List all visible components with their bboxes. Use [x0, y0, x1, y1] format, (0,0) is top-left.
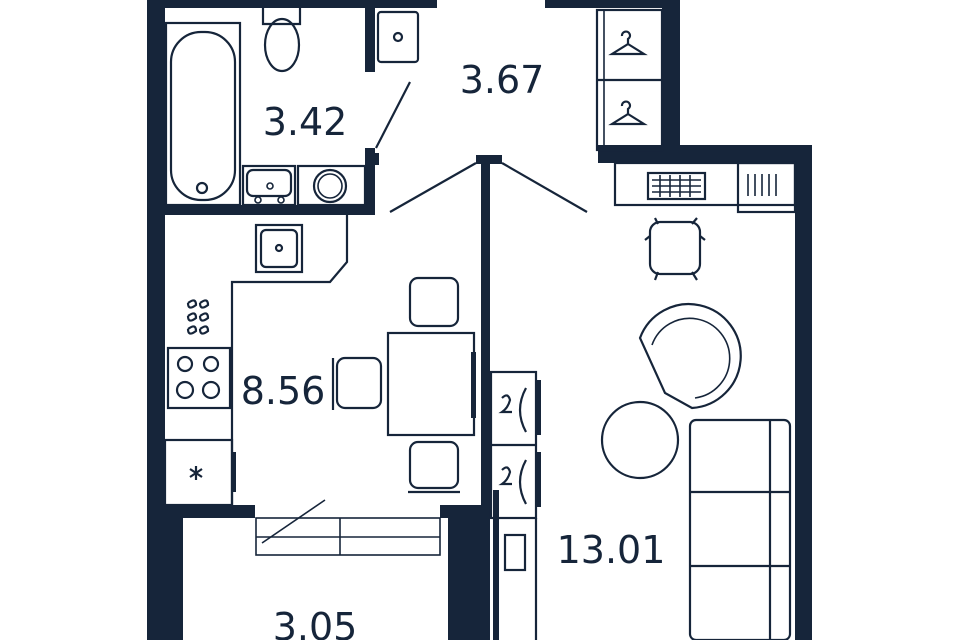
- dining-set: [331, 276, 476, 494]
- balcony-door-swing: [261, 499, 326, 544]
- sofa: [688, 418, 792, 640]
- armchair: [638, 303, 742, 410]
- loggia-area: 3.05: [273, 605, 358, 640]
- snowflake-icon: [189, 466, 203, 480]
- hallway-cabinet: [376, 10, 420, 64]
- round-table: [600, 400, 680, 480]
- bathroom-door-swing: [375, 81, 411, 149]
- bathtub: [164, 21, 242, 207]
- window-balcony: [255, 499, 441, 556]
- washing-machine: [296, 164, 367, 207]
- door-swing-right: [501, 162, 588, 213]
- bathroom-area: 3.42: [263, 100, 348, 144]
- living-room-area: 13.01: [557, 528, 666, 572]
- wardrobe: [595, 8, 664, 152]
- area-labels: 3.42 3.67 8.56 13.01 3.05: [241, 58, 666, 640]
- kitchen-area: 8.56: [241, 369, 326, 413]
- fridge: [163, 438, 236, 507]
- hanger-icon: [608, 100, 648, 126]
- bathroom-sink: [241, 164, 297, 207]
- tv-stand: [489, 370, 541, 640]
- hob: [166, 346, 232, 410]
- kitchen-counter: [186, 215, 349, 505]
- hallway-area: 3.67: [460, 58, 545, 102]
- toilet: [261, 8, 302, 73]
- hanger-icon: [608, 30, 648, 56]
- walls: [147, 0, 812, 640]
- desk: [613, 161, 797, 214]
- dishwasher-icon: [186, 299, 210, 335]
- door-swing-left: [389, 162, 477, 213]
- desk-chair: [644, 217, 706, 281]
